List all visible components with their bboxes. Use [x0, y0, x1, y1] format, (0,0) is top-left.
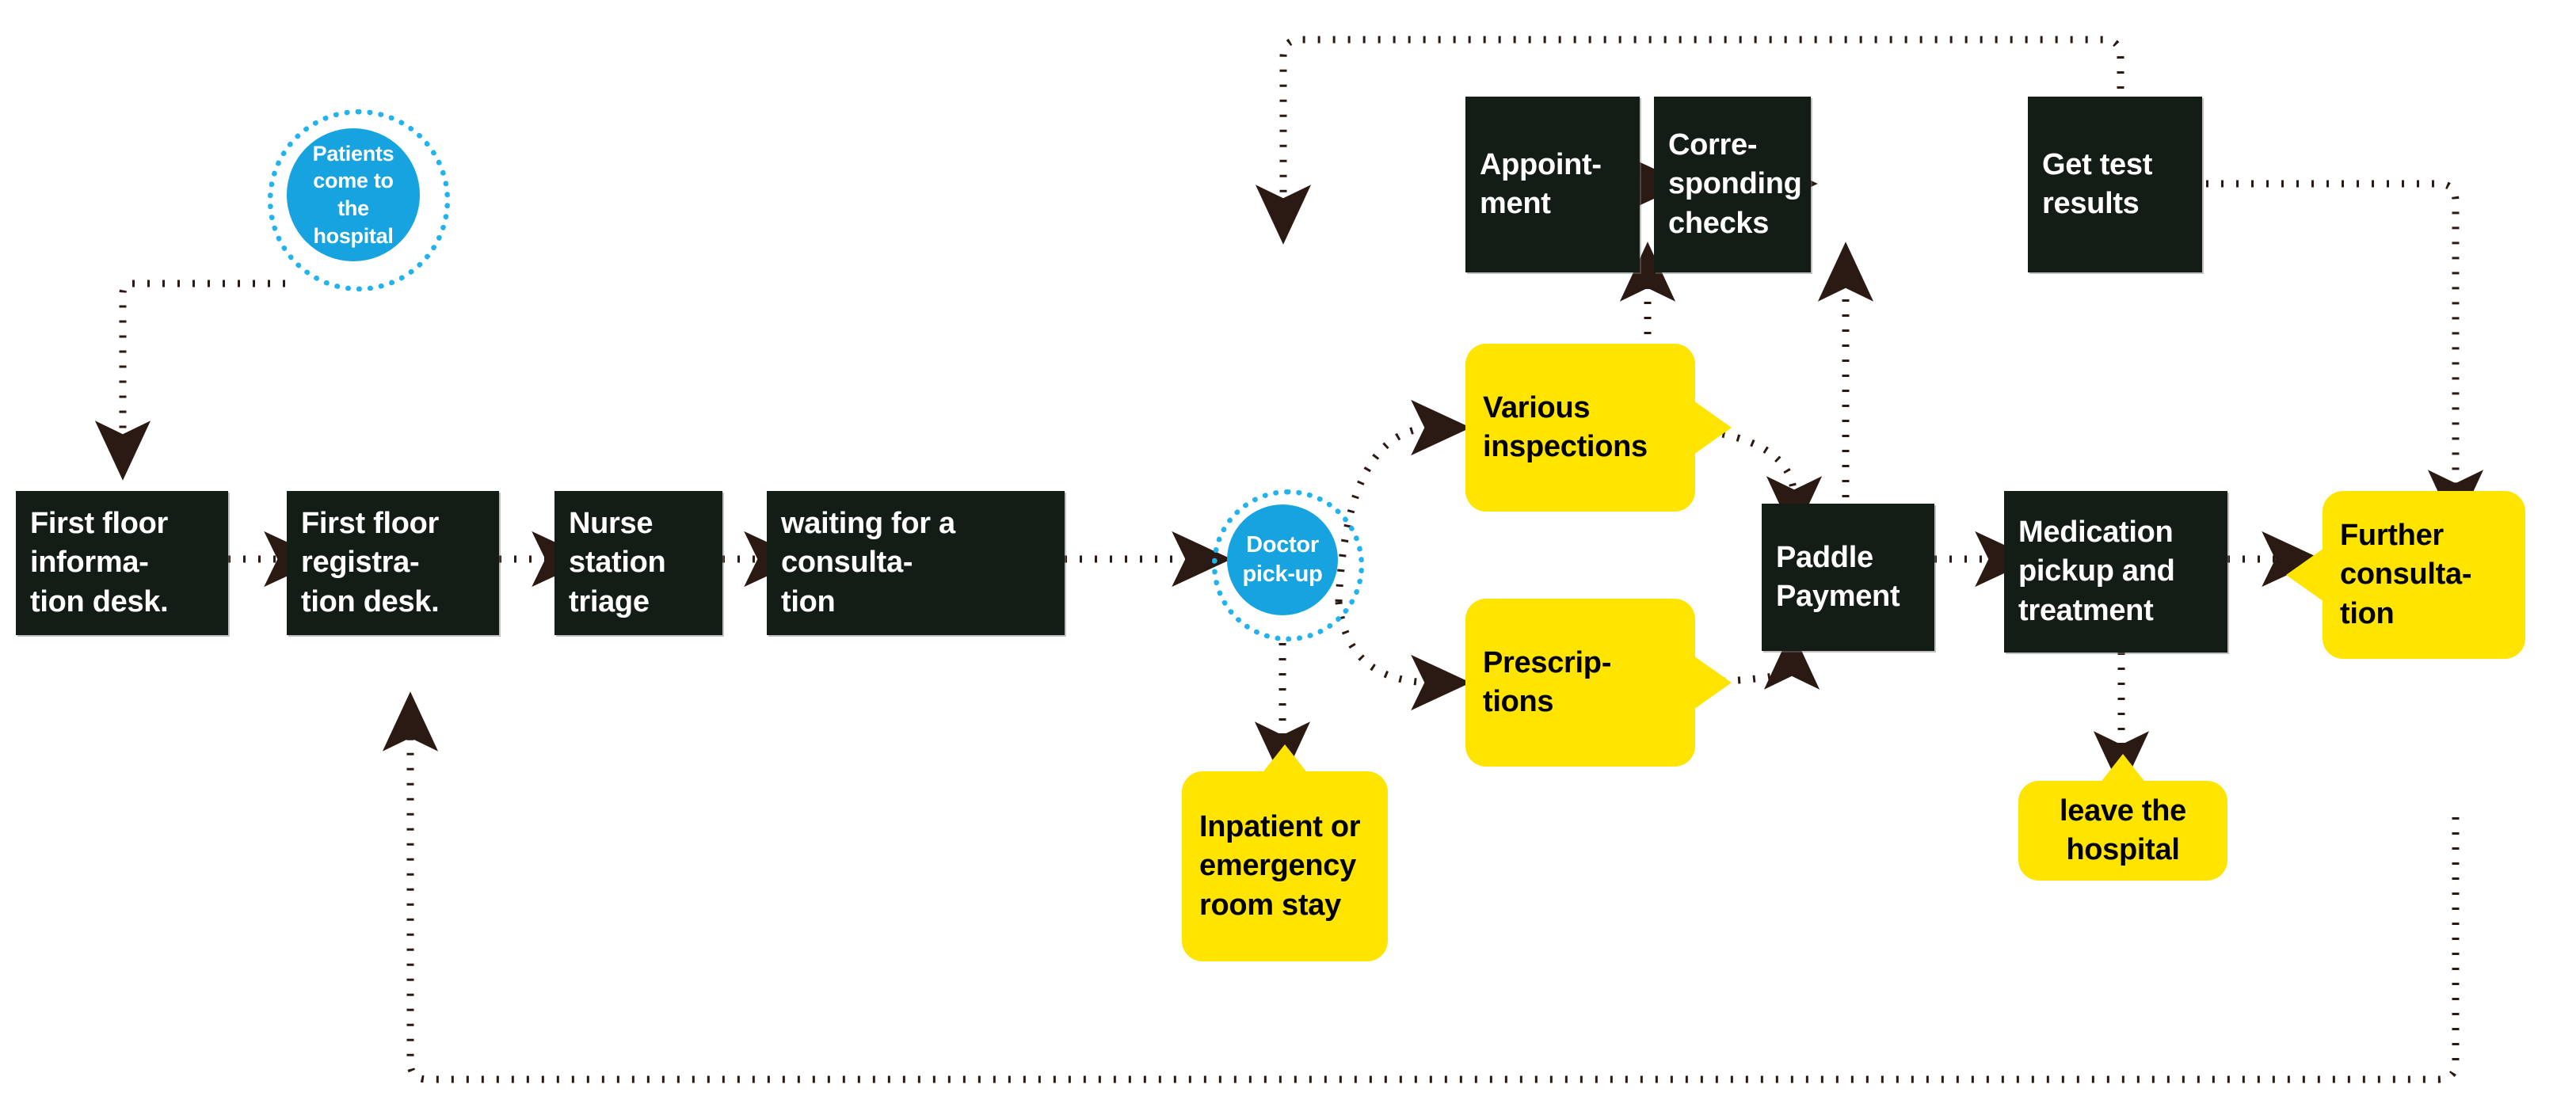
- callout-tail-up-icon: [1261, 744, 1309, 774]
- callout-tail-right-icon: [1694, 656, 1732, 710]
- node-first-floor-registration-desk[interactable]: First floor registra- tion desk.: [287, 491, 499, 635]
- node-label: Nurse station triage: [569, 506, 666, 618]
- callout-tail-up-icon: [2099, 754, 2147, 784]
- node-medication-pickup-and-treatment[interactable]: Medication pickup and treatment: [2004, 491, 2227, 653]
- node-various-inspections[interactable]: Various inspections: [1465, 344, 1732, 512]
- node-appointment[interactable]: Appoint- ment: [1465, 97, 1640, 272]
- node-first-floor-information-desk[interactable]: First floor informa- tion desk.: [16, 491, 228, 635]
- node-label: waiting for a consulta- tion: [781, 506, 955, 618]
- node-label: Various inspections: [1483, 390, 1648, 463]
- edge-results-to-further-consultation: [2191, 180, 2484, 530]
- node-label: Get test results: [2042, 147, 2153, 220]
- edge-doctor-to-prescriptions: [1335, 601, 1471, 711]
- node-label: Inpatient or emergency room stay: [1199, 809, 1361, 922]
- node-leave-the-hospital[interactable]: leave the hospital: [2018, 754, 2227, 881]
- node-label: Patients come to the hospital: [312, 141, 394, 248]
- node-label: First floor registra- tion desk.: [301, 506, 440, 618]
- edge-patients-to-info-desk: [94, 280, 285, 481]
- node-label: Medication pickup and treatment: [2018, 515, 2175, 627]
- node-label: Appoint- ment: [1480, 147, 1602, 220]
- node-label: Doctor pick-up: [1242, 531, 1323, 587]
- node-label: Paddle Payment: [1776, 540, 1900, 613]
- callout-tail-right-icon: [1694, 401, 1732, 455]
- node-label: Corre- sponding checks: [1668, 127, 1802, 240]
- callout-tail-left-icon: [2286, 548, 2324, 602]
- node-patients-come-to-hospital[interactable]: Patients come to the hospital: [287, 128, 420, 261]
- patients-circle-ring: [268, 109, 450, 291]
- node-further-consultation[interactable]: Further consulta- tion: [2286, 491, 2525, 659]
- node-get-test-results[interactable]: Get test results: [2028, 97, 2202, 272]
- node-label: First floor informa- tion desk.: [30, 506, 169, 618]
- doctor-circle-ring: [1212, 489, 1364, 641]
- node-nurse-station-triage[interactable]: Nurse station triage: [554, 491, 722, 635]
- node-label: leave the hospital: [2060, 793, 2186, 866]
- node-doctor-pick-up[interactable]: Doctor pick-up: [1227, 504, 1338, 615]
- node-label: Prescrip- tions: [1483, 645, 1612, 718]
- node-prescriptions[interactable]: Prescrip- tions: [1465, 599, 1732, 767]
- node-label: Further consulta- tion: [2340, 518, 2472, 630]
- node-inpatient-or-emergency-room-stay[interactable]: Inpatient or emergency room stay: [1182, 744, 1388, 961]
- node-corresponding-checks[interactable]: Corre- sponding checks: [1654, 97, 1811, 272]
- node-paddle-payment[interactable]: Paddle Payment: [1762, 504, 1934, 651]
- node-waiting-for-a-consultation[interactable]: waiting for a consulta- tion: [767, 491, 1065, 635]
